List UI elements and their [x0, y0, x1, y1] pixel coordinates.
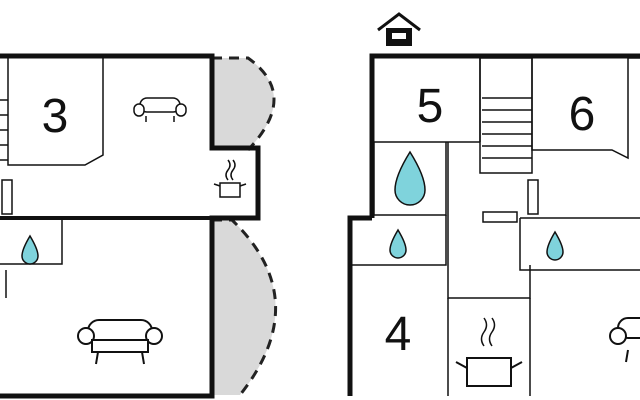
stairs-icon: [0, 99, 8, 161]
right-unit: 5 6 4: [347, 12, 640, 396]
water-drop-icon: [394, 150, 426, 206]
terrace-bottom: [212, 220, 276, 395]
radiator-icon: [1, 179, 13, 215]
terrace-top-dashed-edge: [212, 56, 276, 152]
terrace-top: [212, 58, 274, 150]
left-unit-outer-wall: [0, 53, 261, 399]
sofa-icon: [77, 319, 163, 365]
shower-room-wall: [373, 142, 447, 216]
room-6-wall: [531, 58, 629, 160]
radiator-icon: [527, 179, 539, 215]
radiator-icon: [482, 211, 518, 223]
room-label-5: 5: [417, 80, 444, 133]
left-unit: 3: [0, 53, 278, 399]
sofa-icon: [609, 317, 640, 363]
stairs-icon: [479, 57, 533, 174]
bathroom-left-wall: [0, 218, 63, 265]
room-label-3: 3: [42, 90, 69, 143]
terrace-bottom-dashed-edge: [212, 218, 278, 396]
house-outside-icon: [377, 12, 421, 46]
water-drop-icon: [546, 230, 564, 261]
water-drop-icon: [389, 228, 407, 259]
room-label-4: 4: [385, 308, 412, 361]
bath-small-right-wall: [519, 217, 640, 271]
stove-pot-icon: [213, 159, 247, 198]
right-unit-outer-wall: [369, 53, 640, 218]
right-unit-outer-wall-lower: [347, 215, 372, 396]
bath-small-left-wall: [350, 215, 447, 266]
room-label-6: 6: [569, 88, 596, 141]
stove-pot-icon: [455, 317, 523, 387]
water-drop-icon: [21, 234, 39, 265]
sofa-icon: [133, 97, 187, 122]
corridor-wall: [447, 142, 531, 299]
